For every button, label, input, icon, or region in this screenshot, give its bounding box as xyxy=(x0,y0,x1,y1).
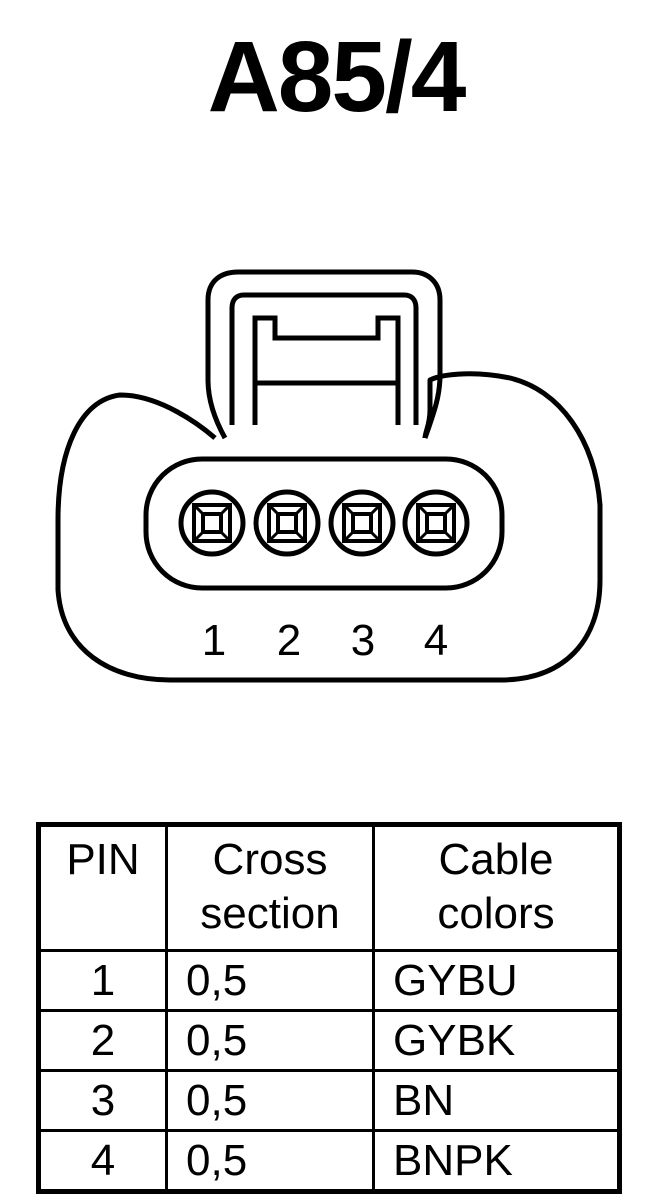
header-cross-section: Cross section xyxy=(165,823,375,952)
table-row: 2 0,5 GYBK xyxy=(37,1009,621,1072)
pin-label-2: 2 xyxy=(277,616,301,665)
header-pin: PIN xyxy=(37,823,168,952)
pin-socket-2 xyxy=(253,489,321,557)
header-cross-section-line-2: section xyxy=(200,889,340,938)
cell-cross-section: 0,5 xyxy=(165,1069,375,1132)
pin-cavity xyxy=(143,456,505,591)
connector-housing-outline xyxy=(55,371,603,683)
cell-pin: 3 xyxy=(37,1069,168,1132)
table-row: 4 0,5 BNPK xyxy=(37,1129,621,1193)
header-pin-label: PIN xyxy=(66,835,140,884)
pin-socket-1 xyxy=(178,489,246,557)
latch-outer xyxy=(205,269,443,440)
pin-socket-3 xyxy=(328,489,396,557)
pin-socket-4 xyxy=(402,489,470,557)
pin-label-3: 3 xyxy=(351,616,375,665)
cell-pin: 4 xyxy=(37,1129,168,1193)
table-row: 1 0,5 GYBU xyxy=(37,949,621,1012)
header-cable-colors-line-1: Cable xyxy=(438,835,554,884)
cell-cross-section: 0,5 xyxy=(165,1009,375,1072)
cell-pin: 1 xyxy=(37,949,168,1012)
header-cross-section-line-1: Cross xyxy=(212,835,328,884)
latch-tab xyxy=(252,315,401,425)
pin-label-1: 1 xyxy=(202,616,226,665)
pin-label-4: 4 xyxy=(424,616,448,665)
cell-cross-section: 0,5 xyxy=(165,1129,375,1193)
cell-cable-color: GYBK xyxy=(372,1009,621,1072)
cell-cable-color: BN xyxy=(372,1069,621,1132)
cell-pin: 2 xyxy=(37,1009,168,1072)
cell-cable-color: BNPK xyxy=(372,1129,621,1193)
table-row: 3 0,5 BN xyxy=(37,1069,621,1132)
cell-cross-section: 0,5 xyxy=(165,949,375,1012)
latch-inner xyxy=(229,292,419,425)
table-header-row: PIN Cross section Cable colors xyxy=(37,823,621,952)
pins-group xyxy=(178,489,470,557)
header-cable-colors: Cable colors xyxy=(372,823,621,952)
connector-title: A85/4 xyxy=(207,21,467,133)
pin-table: PIN Cross section Cable colors 1 0,5 GYB… xyxy=(36,822,622,1194)
header-cable-colors-line-2: colors xyxy=(437,889,555,938)
connector-drawing: 1 2 3 4 xyxy=(55,269,603,683)
cell-cable-color: GYBU xyxy=(372,949,621,1012)
